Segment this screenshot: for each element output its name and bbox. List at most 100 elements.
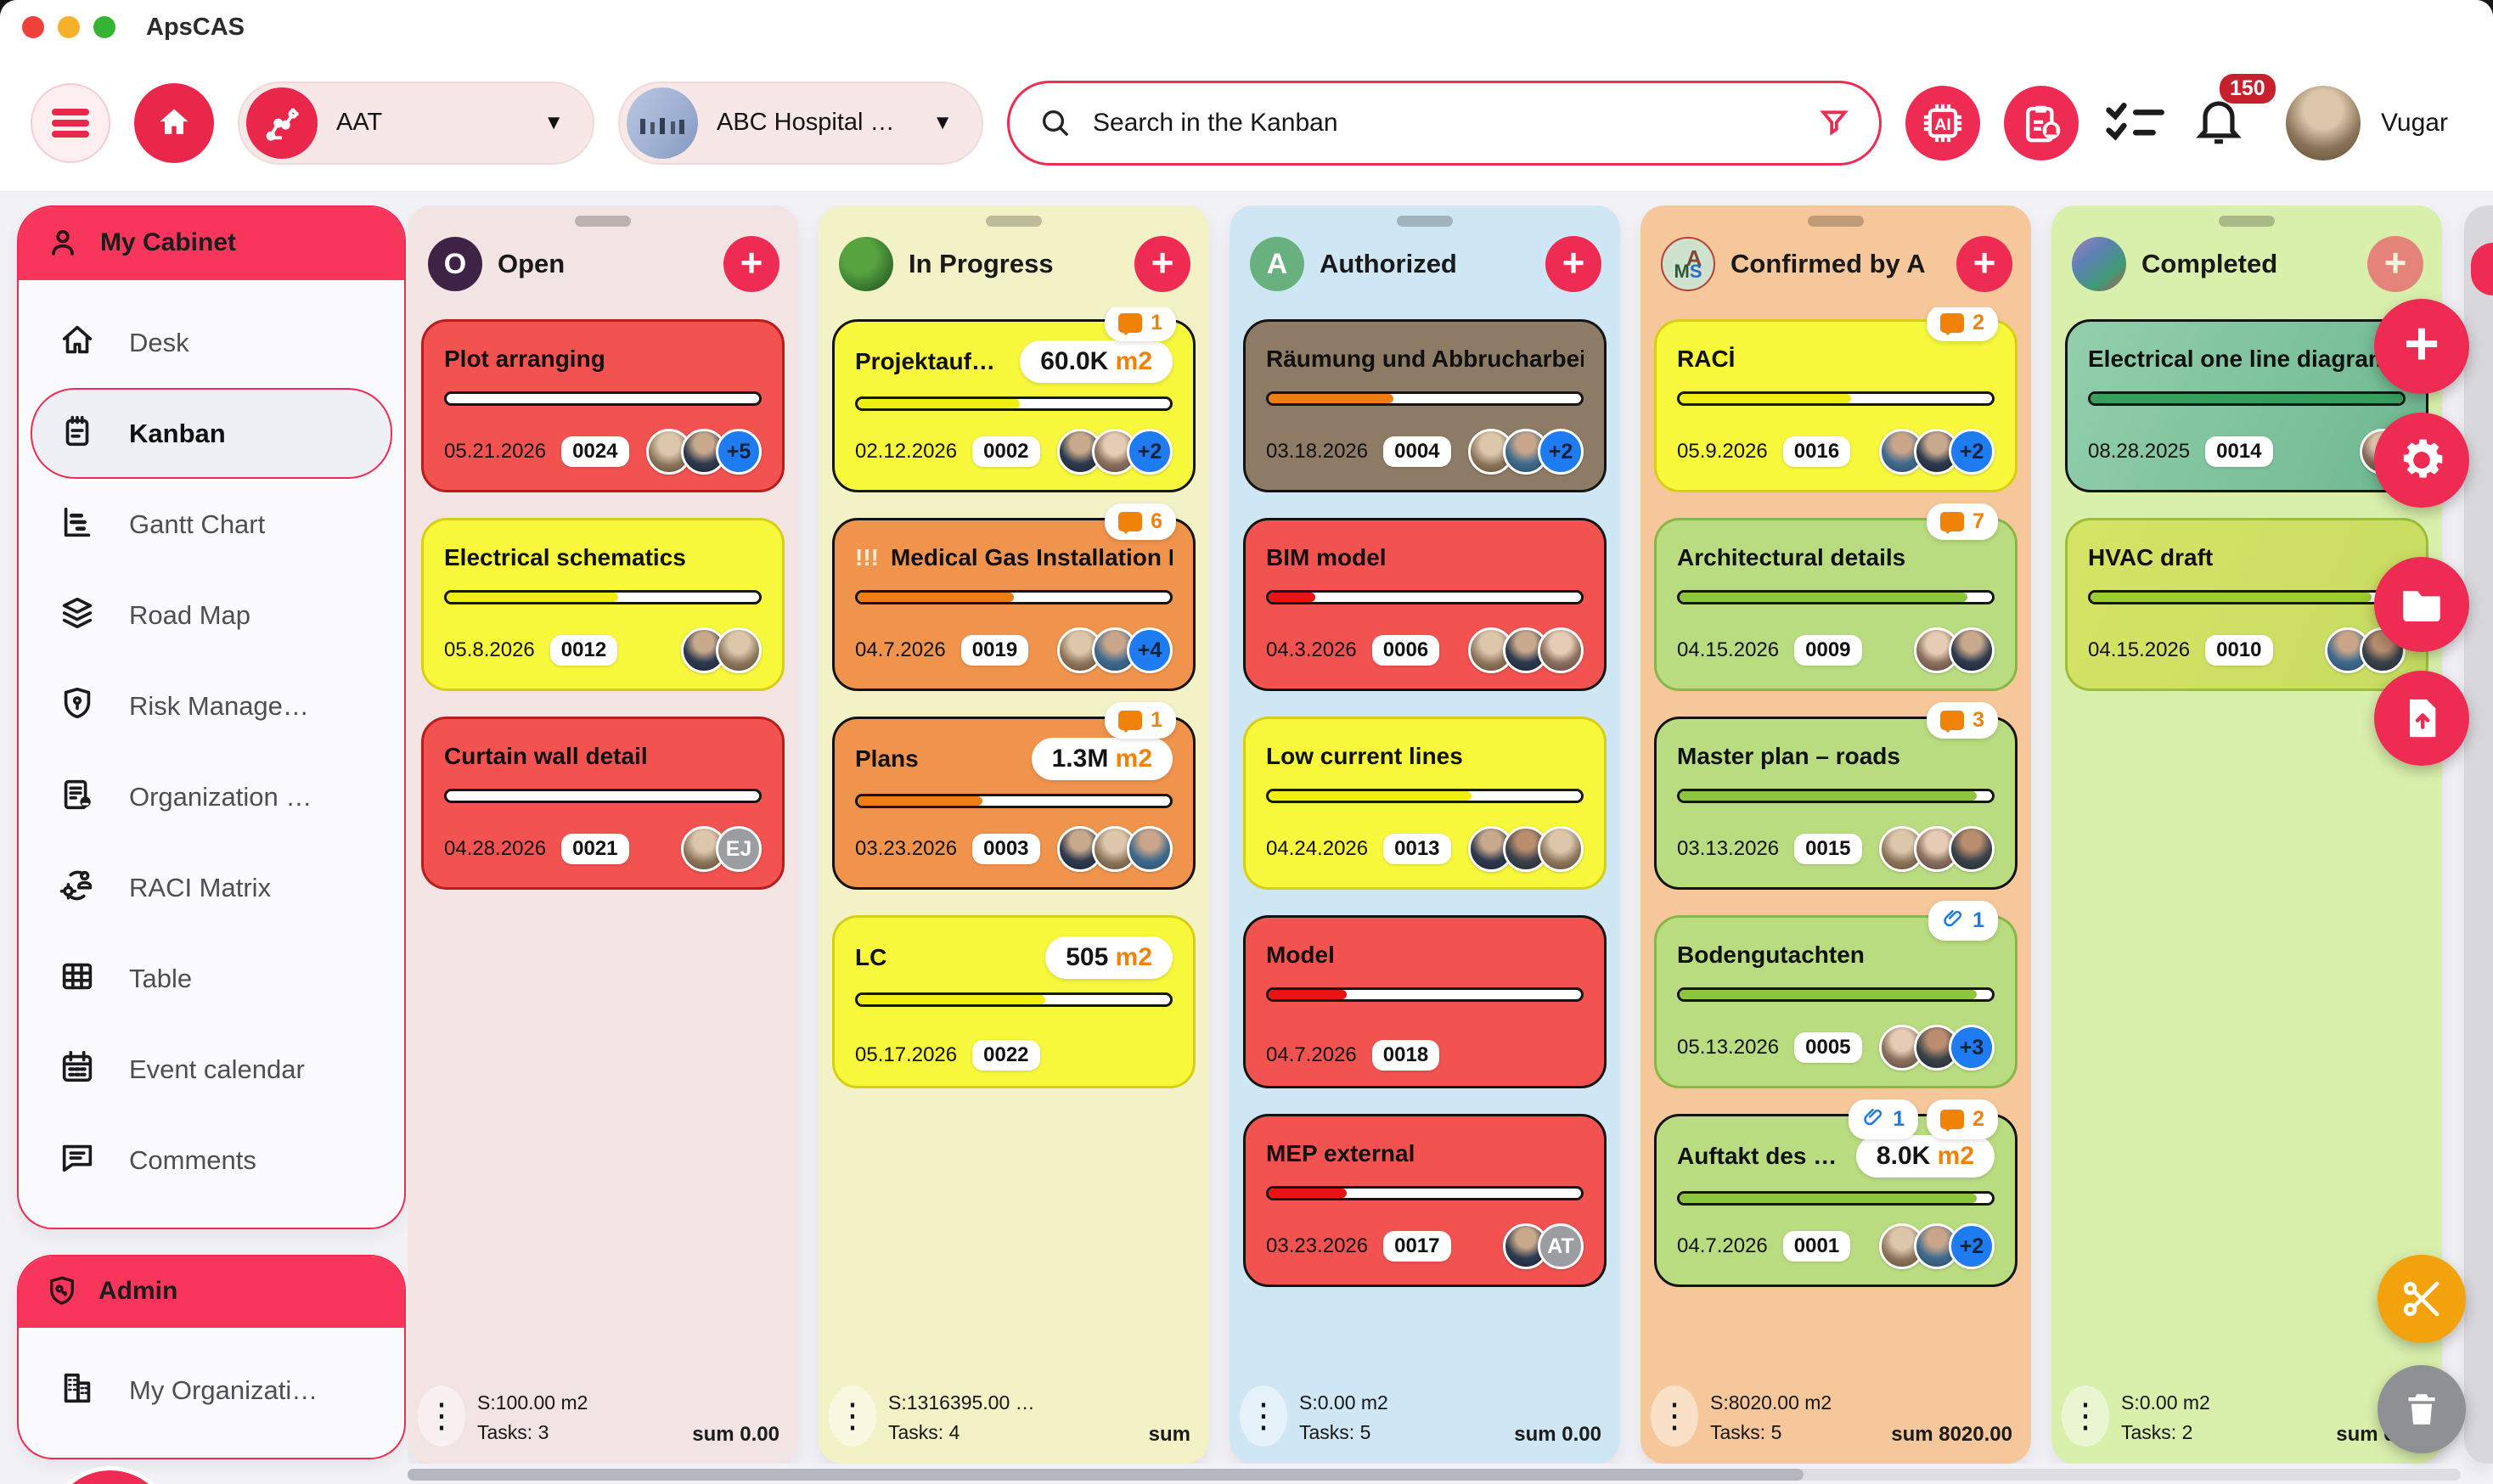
- disconnect-fab[interactable]: [2378, 1255, 2466, 1343]
- project-selector[interactable]: ABC Hospital … ▼: [618, 81, 983, 165]
- column-menu-button[interactable]: ⋮: [1240, 1386, 1287, 1447]
- column-menu-button[interactable]: ⋮: [1651, 1386, 1698, 1447]
- sidebar-item-my-organizati[interactable]: My Organizati…: [31, 1345, 392, 1436]
- assignee-avatar[interactable]: [1127, 826, 1173, 872]
- ai-assistant-button[interactable]: AI: [1905, 85, 1980, 160]
- sidebar-item-comments[interactable]: Comments: [31, 1115, 392, 1206]
- settings-fab[interactable]: [2374, 413, 2469, 508]
- assignee-avatar[interactable]: [1092, 429, 1138, 475]
- card-title-row: Projektauf…60.0K m2: [855, 340, 1173, 383]
- trash-fab[interactable]: [2378, 1365, 2466, 1453]
- more-assignees-badge[interactable]: +2: [1949, 1223, 1995, 1269]
- assignee-initials-badge[interactable]: AT: [1538, 1223, 1584, 1269]
- my-organization-icon: [58, 1369, 97, 1412]
- workspace-selector[interactable]: AAT ▼: [238, 81, 594, 165]
- comment-count-badge: 1: [1105, 702, 1176, 739]
- folder-fab[interactable]: [2374, 557, 2469, 652]
- card-progress-bar: [444, 391, 762, 406]
- tasks-check-button[interactable]: [2102, 98, 2167, 148]
- column-header: Completed+: [2051, 205, 2442, 307]
- zoom-window-button[interactable]: [93, 16, 115, 38]
- minimize-window-button[interactable]: [58, 16, 80, 38]
- column-drag-handle[interactable]: [575, 216, 631, 227]
- gear-icon: [2403, 439, 2443, 478]
- scrollbar-thumb[interactable]: [408, 1469, 1804, 1481]
- sidebar-item-raci-matrix[interactable]: RACI Matrix: [31, 842, 392, 933]
- sidebar-item-road-map[interactable]: Road Map: [31, 570, 392, 660]
- sidebar-item-risk-manage[interactable]: Risk Manage…: [31, 660, 392, 751]
- add-card-button[interactable]: +: [2367, 236, 2423, 292]
- assignee-avatar[interactable]: [1949, 826, 1995, 872]
- card-due-date: 05.8.2026: [444, 638, 535, 661]
- sidebar-item-label: Kanban: [129, 418, 226, 448]
- search-input[interactable]: [1093, 108, 1798, 138]
- add-card-button[interactable]: +: [1134, 236, 1190, 292]
- export-file-fab[interactable]: [2374, 671, 2469, 766]
- column-menu-button[interactable]: ⋮: [418, 1386, 465, 1447]
- close-window-button[interactable]: [22, 16, 44, 38]
- my-cabinet-header[interactable]: My Cabinet: [19, 207, 404, 280]
- column-drag-handle[interactable]: [1397, 216, 1453, 227]
- card-due-date: 03.23.2026: [855, 837, 958, 860]
- card-assignees: [1468, 826, 1584, 872]
- kanban-card[interactable]: 6!!!Medical Gas Installation I…04.7.2026…: [832, 503, 1196, 691]
- comment-icon: [1118, 512, 1143, 534]
- assignee-avatar[interactable]: [1538, 627, 1584, 673]
- menu-button[interactable]: [31, 82, 110, 163]
- column-drag-handle[interactable]: [1808, 216, 1864, 227]
- column-menu-button[interactable]: ⋮: [829, 1386, 876, 1447]
- add-card-button[interactable]: +: [723, 236, 779, 292]
- home-button[interactable]: [134, 82, 214, 163]
- add-task-fab[interactable]: +: [2374, 299, 2469, 394]
- sidebar-item-gantt-chart[interactable]: Gantt Chart: [31, 479, 392, 570]
- column-drag-handle[interactable]: [986, 216, 1042, 227]
- assignee-initials-badge[interactable]: EJ: [716, 826, 762, 872]
- report-notifications-button[interactable]: [2004, 85, 2079, 160]
- add-card-button[interactable]: +: [1545, 236, 1601, 292]
- user-menu[interactable]: Vugar: [2286, 85, 2448, 160]
- more-assignees-badge[interactable]: +2: [1538, 429, 1584, 475]
- filter-icon[interactable]: [1818, 107, 1850, 139]
- column-menu-button[interactable]: ⋮: [2062, 1386, 2109, 1447]
- sidebar-item-organization[interactable]: Organization …: [31, 751, 392, 842]
- more-assignees-badge[interactable]: +2: [1127, 429, 1173, 475]
- more-assignees-badge[interactable]: +2: [1949, 429, 1995, 475]
- sidebar-item-label: Gantt Chart: [129, 509, 266, 539]
- assignee-avatar[interactable]: [1949, 627, 1995, 673]
- more-assignees-badge[interactable]: +3: [1949, 1025, 1995, 1071]
- assignee-avatar[interactable]: [716, 627, 762, 673]
- more-assignees-badge[interactable]: +4: [1127, 627, 1173, 673]
- notifications-button[interactable]: 150: [2191, 74, 2276, 153]
- sidebar-item-desk[interactable]: Desk: [31, 297, 392, 388]
- sidebar-item-table[interactable]: Table: [31, 933, 392, 1024]
- sidebar-item-event-calendar[interactable]: Event calendar: [31, 1024, 392, 1115]
- more-assignees-badge[interactable]: +5: [716, 429, 762, 475]
- assignee-avatar[interactable]: [1538, 826, 1584, 872]
- add-card-button[interactable]: +: [1956, 236, 2012, 292]
- sidebar-item-kanban[interactable]: Kanban: [31, 388, 392, 479]
- admin-header[interactable]: Admin: [19, 1256, 404, 1328]
- assignee-avatar[interactable]: [681, 429, 727, 475]
- column-drag-handle[interactable]: [2219, 216, 2275, 227]
